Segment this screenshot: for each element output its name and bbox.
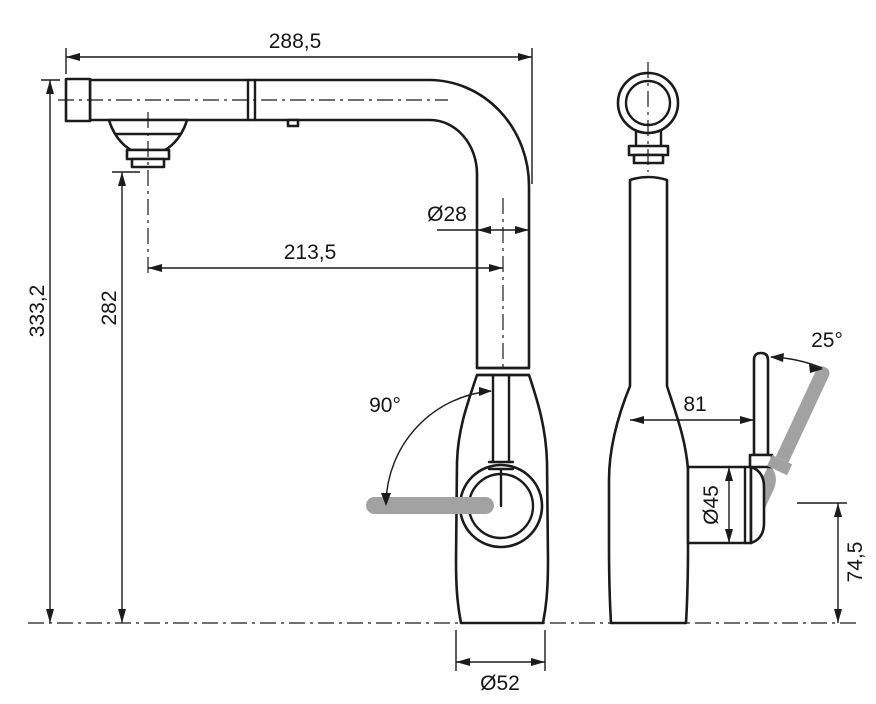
dim-base-diameter: Ø52 xyxy=(455,630,546,695)
dim-tube-diameter-label: Ø28 xyxy=(427,203,467,226)
arrowhead xyxy=(725,467,733,481)
centerlines xyxy=(28,62,856,624)
arrowhead xyxy=(725,529,733,543)
arrowhead xyxy=(489,264,503,272)
dim-handle-tilt: 25° xyxy=(770,329,843,373)
front-view xyxy=(607,71,830,625)
handle-front xyxy=(752,351,770,457)
arrowhead xyxy=(809,364,823,373)
faucet-body-front xyxy=(607,175,690,625)
arrowhead xyxy=(834,503,842,517)
dim-handle-offset-label: 81 xyxy=(683,393,706,416)
dim-handle-tilt-label: 25° xyxy=(811,329,843,352)
arrowhead xyxy=(148,264,162,272)
dim-reach: 213,5 xyxy=(148,241,503,272)
dim-width: 288,5 xyxy=(65,30,533,184)
arrowhead xyxy=(118,172,126,186)
arrowhead xyxy=(477,226,491,234)
arrowhead xyxy=(770,353,784,362)
arrowhead xyxy=(518,53,532,61)
arrowhead xyxy=(46,609,54,623)
dim-handle-diameter: Ø45 xyxy=(700,467,733,543)
handle-mount-cap xyxy=(749,465,766,545)
arrowhead xyxy=(515,226,529,234)
dim-spout-height-label: 282 xyxy=(98,290,121,325)
angle-arc xyxy=(385,390,492,503)
arrowhead xyxy=(479,387,492,396)
arrowhead xyxy=(381,493,391,506)
dim-handle-angle: 90° xyxy=(369,387,492,506)
arrowhead xyxy=(66,53,80,61)
dimensions: 288,5 333,2 282 213,5 xyxy=(26,30,867,695)
dim-handle-offset: 81 xyxy=(630,393,754,424)
dim-handle-diameter-label: Ø45 xyxy=(700,485,723,525)
dim-tube-diameter: Ø28 xyxy=(427,203,529,234)
dim-total-height: 333,2 xyxy=(26,79,60,623)
dim-total-height-label: 333,2 xyxy=(26,285,49,338)
side-view xyxy=(64,77,550,625)
arrowhead xyxy=(531,658,545,666)
dim-handle-height: 74,5 xyxy=(797,502,867,623)
arrowhead xyxy=(118,609,126,623)
dim-handle-angle-label: 90° xyxy=(369,394,401,417)
dim-width-label: 288,5 xyxy=(269,30,322,53)
arrowhead xyxy=(834,609,842,623)
handle-front-alt-position xyxy=(767,366,830,476)
arrowhead xyxy=(456,658,470,666)
dim-reach-label: 213,5 xyxy=(284,241,337,264)
arrowhead xyxy=(46,80,54,94)
spout-arm-outline xyxy=(88,78,531,370)
handle-side-alt-position xyxy=(366,497,494,514)
hose-clip xyxy=(286,118,300,128)
dim-handle-height-label: 74,5 xyxy=(844,542,867,583)
arrowhead xyxy=(740,416,754,424)
dim-base-diameter-label: Ø52 xyxy=(480,672,520,695)
dim-spout-height: 282 xyxy=(98,171,140,623)
handle-mount-cylinder xyxy=(686,465,753,545)
arrowhead xyxy=(630,416,644,424)
